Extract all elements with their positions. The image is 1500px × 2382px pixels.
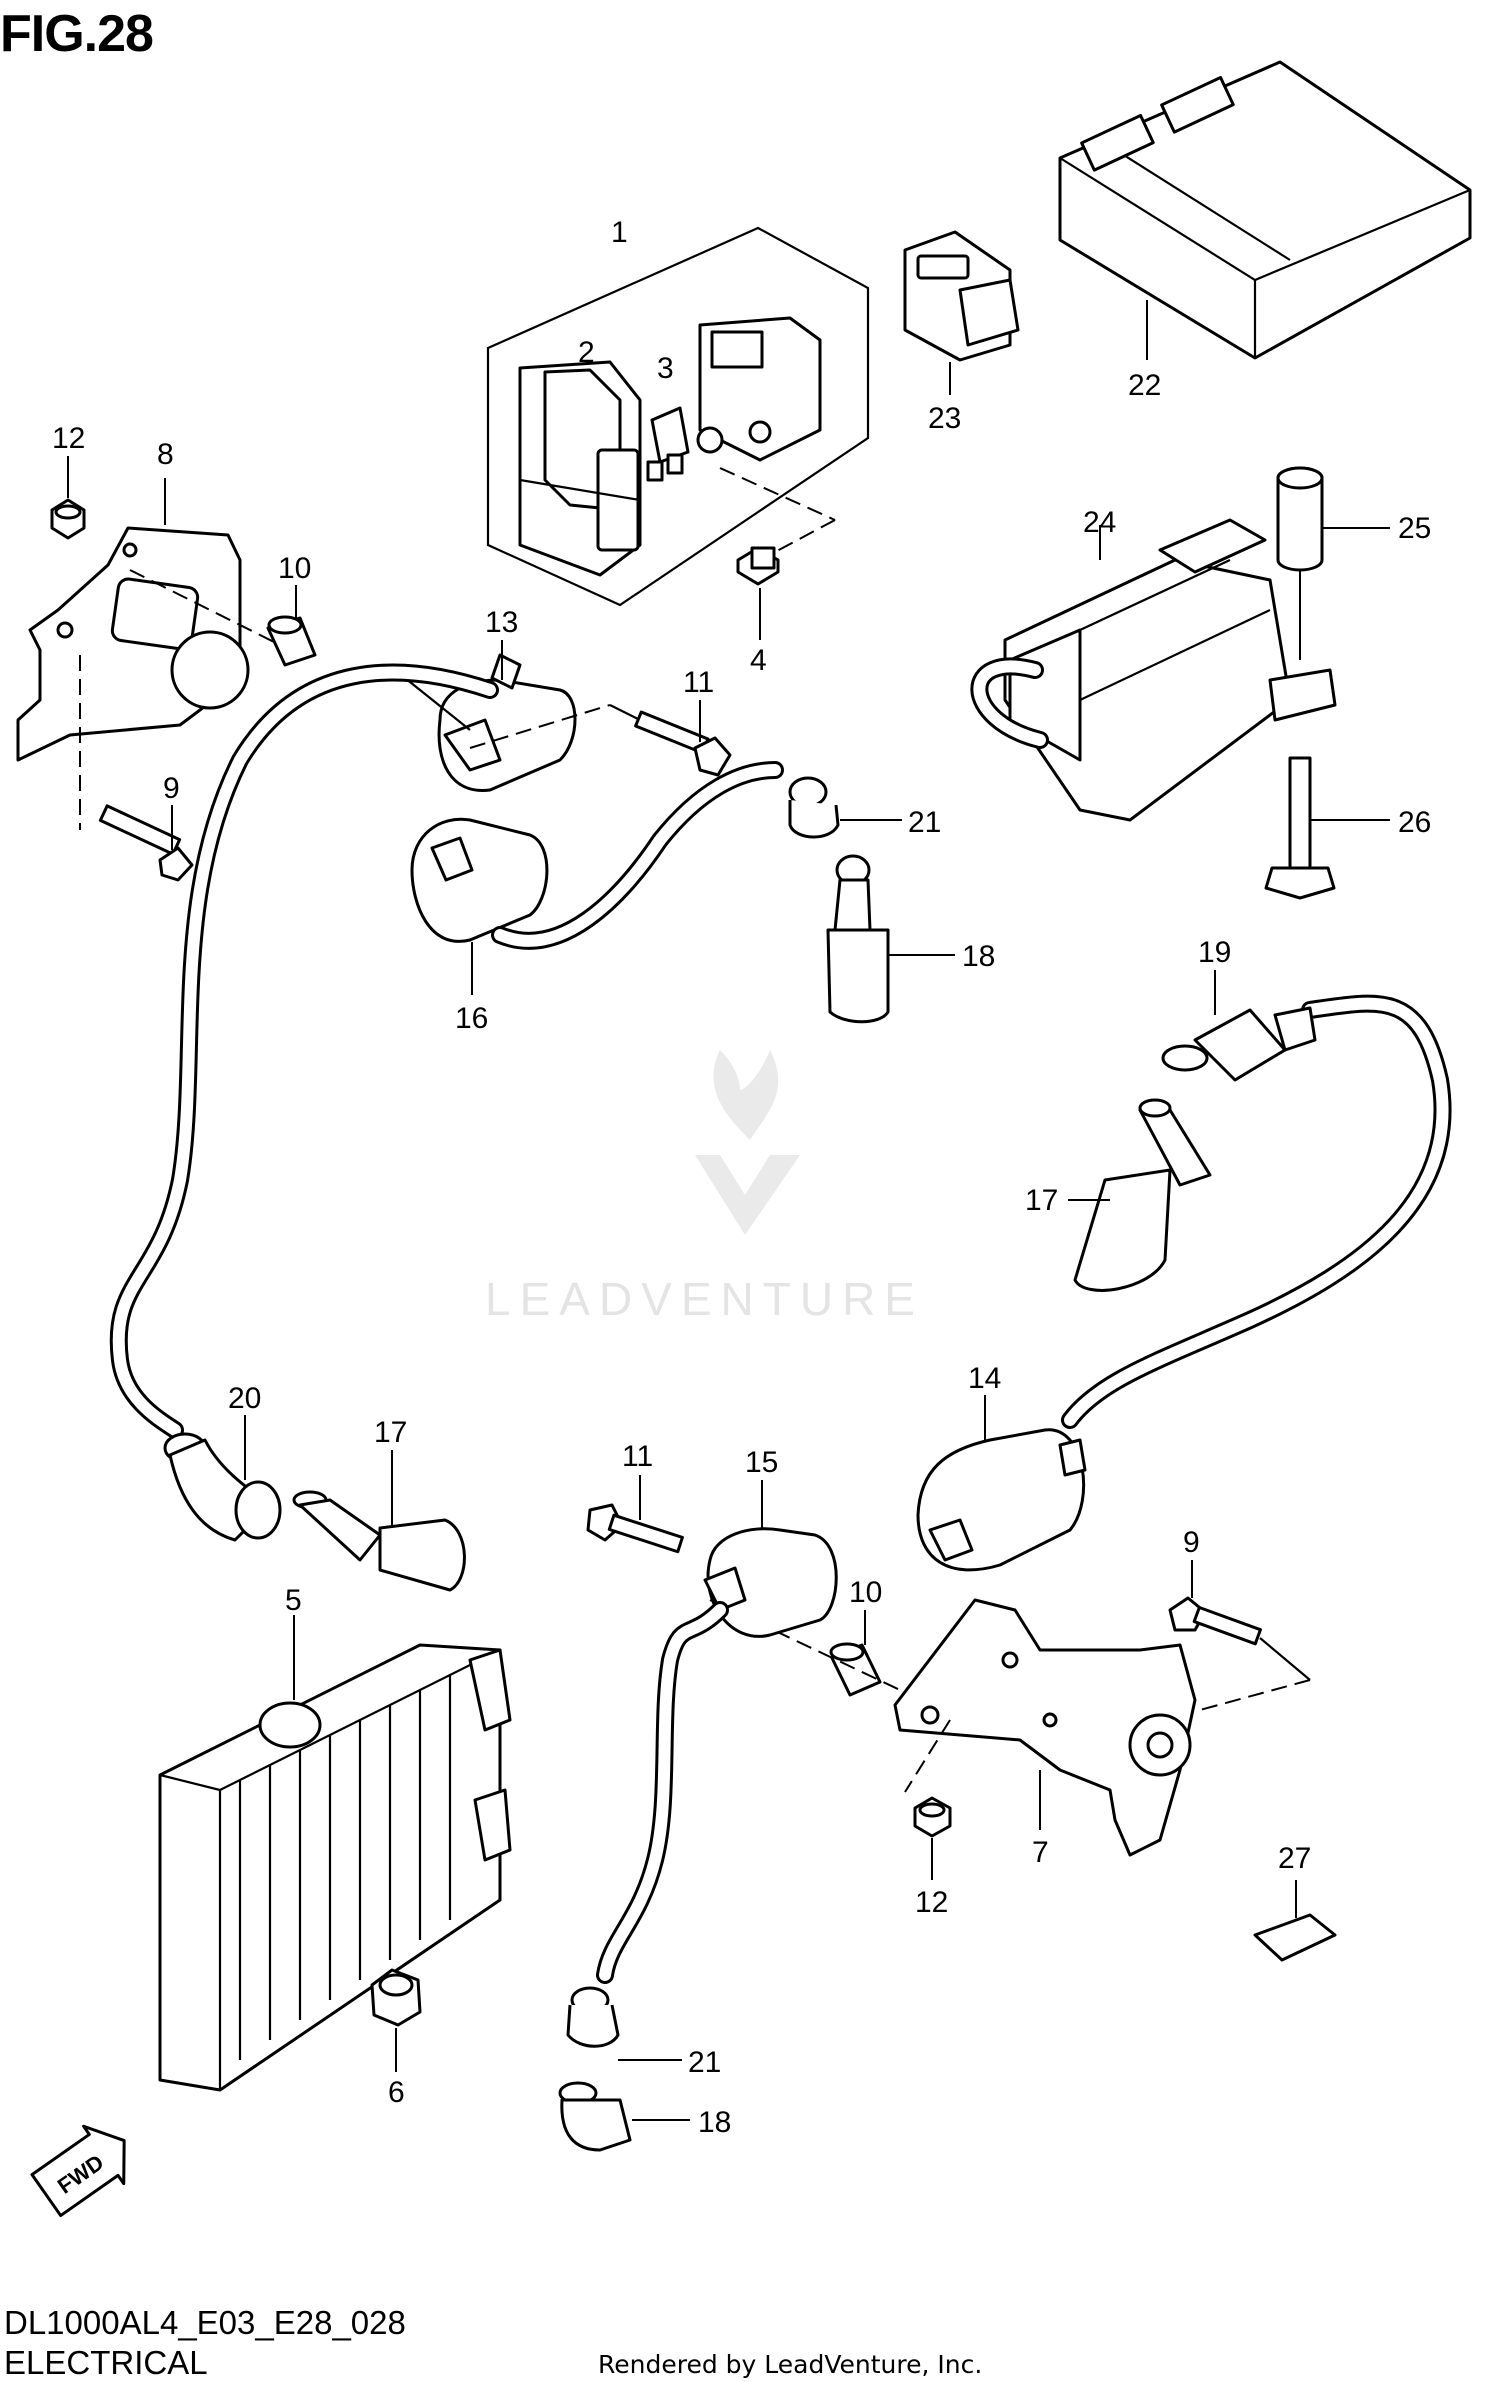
plug-cap-19[interactable] [1161,970,1317,1082]
nut-12-rear[interactable] [913,1796,952,1880]
callout-15: 15 [745,1446,778,1479]
watermark-logo [695,1050,800,1235]
bolt-11-lower[interactable] [586,1475,684,1554]
callout-17-lower: 17 [374,1416,407,1449]
ignition-coil-16[interactable] [410,817,549,995]
bolt-9-front[interactable] [98,804,194,882]
callout-21-upper: 21 [908,806,941,839]
model-code: DL1000AL4_E03_E28_028 [4,2304,406,2341]
callout-labels: 1 2 3 4 5 6 7 8 9 9 10 10 11 11 12 12 13… [52,216,1431,2139]
callout-12-rear: 12 [915,1886,948,1919]
callout-19: 19 [1198,936,1231,969]
watermark-text: LEADVENTURE [485,1273,924,1325]
plug-cap-17-upper[interactable] [1068,1098,1212,1292]
ignition-coil-13[interactable] [437,640,577,792]
nut-12-front[interactable] [50,456,86,540]
callout-17-upper: 17 [1025,1184,1058,1217]
fuse-box[interactable] [518,360,642,577]
callout-3: 3 [657,352,674,385]
callout-11-lower: 11 [622,1440,653,1473]
figure-title: FIG.28 [0,5,154,63]
callout-16: 16 [455,1002,488,1035]
callout-8: 8 [157,438,174,471]
plug-cap-17-lower[interactable] [292,1450,466,1592]
relay[interactable] [696,316,822,462]
callout-9-front: 9 [163,772,180,805]
callout-20: 20 [228,1382,261,1415]
callout-18-lower: 18 [698,2106,731,2139]
connector[interactable] [903,230,1020,395]
fuse-box-assembly[interactable] [486,226,870,640]
callout-10-rear: 10 [849,1576,882,1609]
callout-5: 5 [285,1584,302,1617]
callout-10-front: 10 [278,552,311,585]
callout-4: 4 [750,644,767,677]
callout-6: 6 [388,2076,405,2109]
spacer-25[interactable] [1276,466,1390,660]
nut-6[interactable] [370,1968,422,2072]
pad-27[interactable] [1253,1880,1337,1962]
callout-1: 1 [611,216,628,249]
forward-arrow-icon: FWD [30,2124,126,2218]
bolt-9-rear[interactable] [1168,1560,1262,1646]
ignition-coil-14[interactable] [916,1395,1087,1572]
abs-unit[interactable] [970,518,1337,822]
seal-21-lower[interactable] [566,1986,682,2061]
callout-21-lower: 21 [688,2046,721,2079]
bracket-rear[interactable] [893,1598,1197,1857]
callout-27: 27 [1278,1842,1311,1875]
bolt[interactable] [736,546,780,586]
callout-22: 22 [1128,369,1161,402]
render-credit: Rendered by LeadVenture, Inc. [598,2350,983,2379]
bolt-11-upper[interactable] [634,700,732,777]
callout-18-upper: 18 [962,940,995,973]
callout-24: 24 [1083,506,1116,539]
plug-cap-20[interactable] [163,1415,282,1542]
ecm[interactable] [1058,60,1472,360]
bolt-26[interactable] [1264,756,1390,900]
callout-7: 7 [1032,1836,1049,1869]
plug-cap-18-upper[interactable] [826,854,955,1024]
callout-2: 2 [578,336,595,369]
callout-14: 14 [968,1362,1001,1395]
callout-12-front: 12 [52,422,85,455]
callout-23: 23 [928,402,961,435]
spacer-10-front[interactable] [266,585,317,667]
callout-26: 26 [1398,806,1431,839]
plug-cap-18-lower[interactable] [558,2081,690,2152]
bracket-front[interactable] [16,478,250,762]
callout-11-upper: 11 [683,666,714,699]
spacer-10-rear[interactable] [829,1610,882,1697]
section-title: ELECTRICAL [4,2344,208,2381]
callout-25: 25 [1398,512,1431,545]
callout-9-rear: 9 [1183,1526,1200,1559]
fuse[interactable] [646,406,690,482]
regulator-rectifier[interactable] [158,1615,512,2092]
callout-13: 13 [485,606,518,639]
seal-21-upper[interactable] [788,776,902,839]
